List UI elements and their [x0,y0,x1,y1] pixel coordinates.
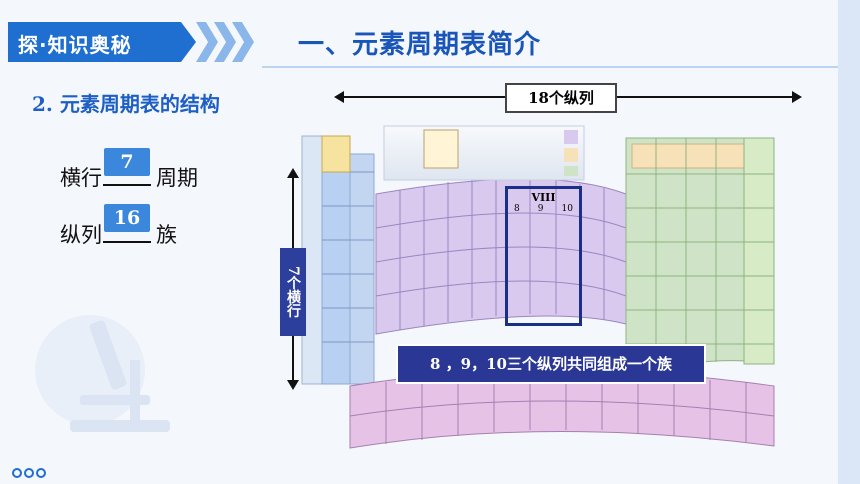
group-viii-label: VIII [531,191,556,204]
section-heading: 2. 元素周期表的结构 [32,92,220,116]
definition-suffix: 族 [156,223,177,247]
group-viii-highlight: VIII 8 9 10 [505,186,582,326]
answer-blank [103,184,151,186]
definition-prefix: 横行 [60,166,102,190]
definition-prefix: 纵列 [60,223,102,247]
dot-icon [36,468,46,478]
slide-title: 一、元素周期表简介 [298,30,542,60]
answer-blank [103,241,151,243]
title-divider [262,66,838,68]
group-note: 8 ，9，10三个纵列共同组成一个族 [396,344,706,384]
header-badge [8,22,196,62]
rows-label: 7个横行 [280,248,306,336]
group-number: 8 [514,204,520,214]
header-banner: 探·知识奥秘 [0,22,254,62]
columns-label: 18个纵列 [505,83,617,113]
dot-icon [24,468,34,478]
group-number: 9 [537,204,544,214]
definition-row-groups: 纵列 族 [60,219,177,249]
pager-dots [12,463,48,482]
header-badge-text: 探·知识奥秘 [18,33,132,57]
chevron-decoration-icon [196,22,218,62]
definition-suffix: 周期 [156,166,198,190]
group-numbers: 8 9 10 [508,204,579,214]
right-stripe [838,0,860,484]
group-number: 10 [561,204,573,214]
answer-number-box: 16 [104,204,150,232]
microscope-watermark-icon [35,315,170,432]
periodic-table-illustration [301,125,775,449]
definition-row-periods: 横行 周期 [60,162,198,192]
dot-icon [12,468,22,478]
answer-number-box: 7 [104,148,150,176]
